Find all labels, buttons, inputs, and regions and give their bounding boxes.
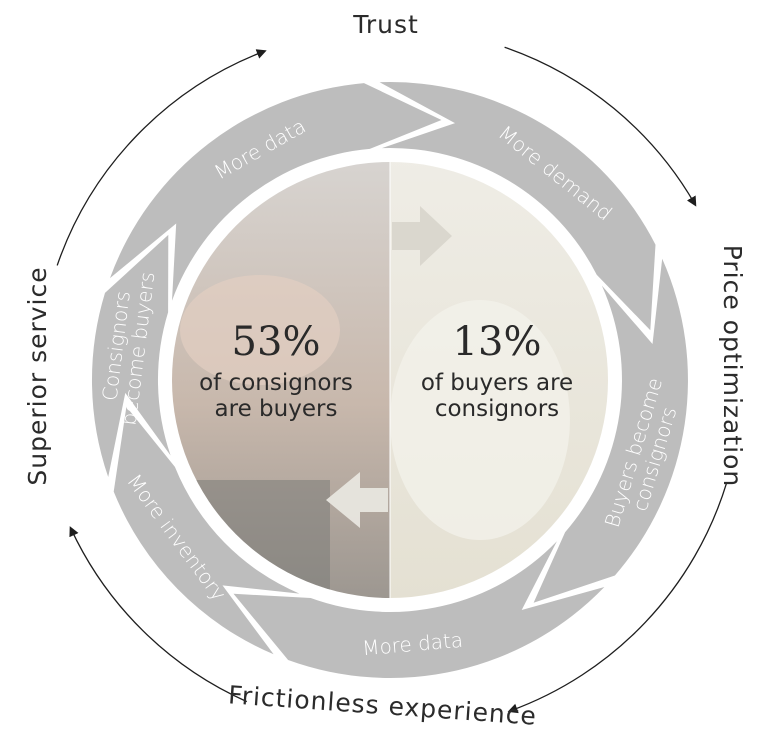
right-caption-line1: of buyers are [421, 370, 573, 396]
arrow-price-to-frictionless [507, 482, 728, 714]
outer-label-frictionless-experience: Frictionless experience [227, 680, 538, 731]
segment-more-data-bottom [233, 541, 605, 678]
segment-more-inventory [113, 406, 300, 655]
center-right-arrow [392, 206, 452, 266]
left-caption-line2: are buyers [215, 396, 338, 422]
segment-more-data-top [110, 83, 442, 301]
outer-label-price-optimization: Price optimization [718, 245, 747, 487]
segment-consignors-become-buyers [91, 234, 171, 477]
left-caption-line1: of consignors [199, 370, 353, 396]
left-percentage: 53% [232, 319, 321, 365]
right-caption-line2: consignors [435, 396, 559, 422]
segment-buyers-become-consignors [533, 258, 688, 603]
figure-right-shape [390, 300, 570, 540]
center-left-arrow [326, 472, 388, 528]
outer-label-superior-service: Superior service [23, 266, 52, 485]
outer-cycle-arrows [56, 46, 728, 714]
arrow-frictionless-to-service [69, 526, 248, 703]
outer-label-trust: Trust [352, 10, 419, 39]
segment-more-demand [379, 82, 656, 331]
figure-left-shape [180, 275, 340, 385]
right-percentage: 13% [453, 319, 542, 365]
arrow-service-to-trust [56, 49, 267, 266]
arrow-trust-to-price [504, 46, 697, 207]
